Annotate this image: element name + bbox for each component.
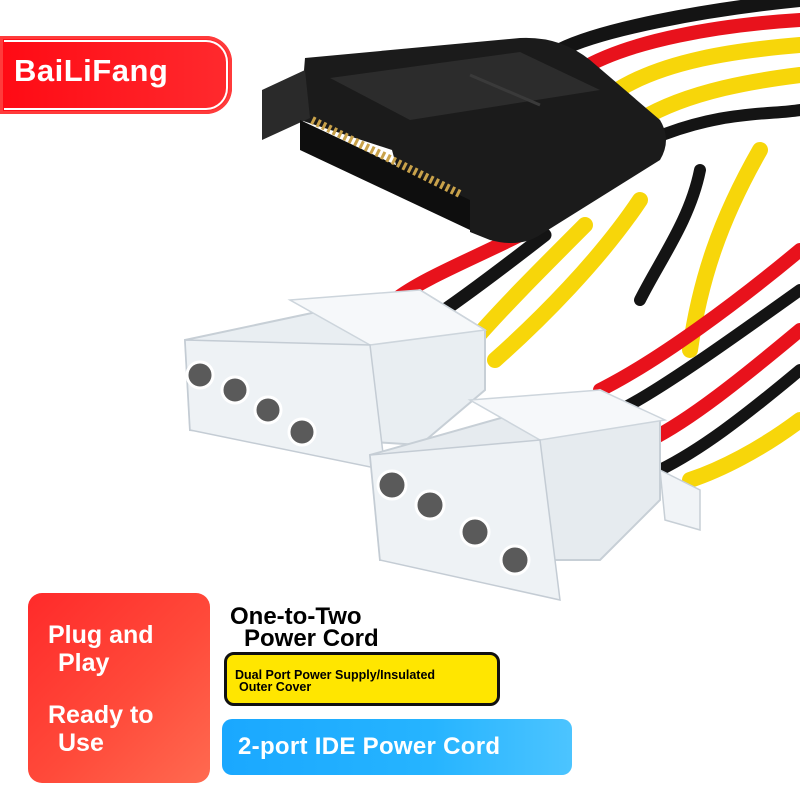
description-line1: Dual Port Power Supply/Insulated bbox=[235, 668, 436, 682]
brand-badge: BaiLiFang bbox=[0, 36, 232, 114]
upper-wire-bundle bbox=[553, 0, 800, 146]
product-title-line2: Power Cord bbox=[244, 625, 379, 652]
feature-plug-line2: Play bbox=[58, 649, 110, 677]
lower-wire-bundle bbox=[388, 142, 800, 488]
brand-badge-outline bbox=[4, 40, 228, 110]
molex-connector-2 bbox=[368, 388, 701, 601]
sata-connector bbox=[262, 37, 666, 244]
feature-panel: Plug and Play Ready to Use bbox=[28, 593, 210, 783]
product-title: One-to-Two Power Cord bbox=[230, 603, 379, 652]
feature-plug-line1: Plug and bbox=[48, 621, 154, 649]
product-title-line1: One-to-Two bbox=[230, 603, 362, 630]
product-tag-label: 2-port IDE Power Cord bbox=[238, 733, 501, 760]
brand-name: BaiLiFang bbox=[14, 53, 169, 88]
description-line2: Outer Cover bbox=[239, 680, 312, 694]
feature-ready-line2: Use bbox=[58, 729, 104, 757]
feature-ready-line1: Ready to bbox=[48, 701, 154, 729]
product-tag: 2-port IDE Power Cord bbox=[222, 719, 572, 775]
description-text: Dual Port Power Supply/Insulated Outer C… bbox=[235, 668, 436, 694]
molex-connector-1 bbox=[183, 288, 488, 471]
description-box: Dual Port Power Supply/Insulated Outer C… bbox=[224, 652, 500, 706]
